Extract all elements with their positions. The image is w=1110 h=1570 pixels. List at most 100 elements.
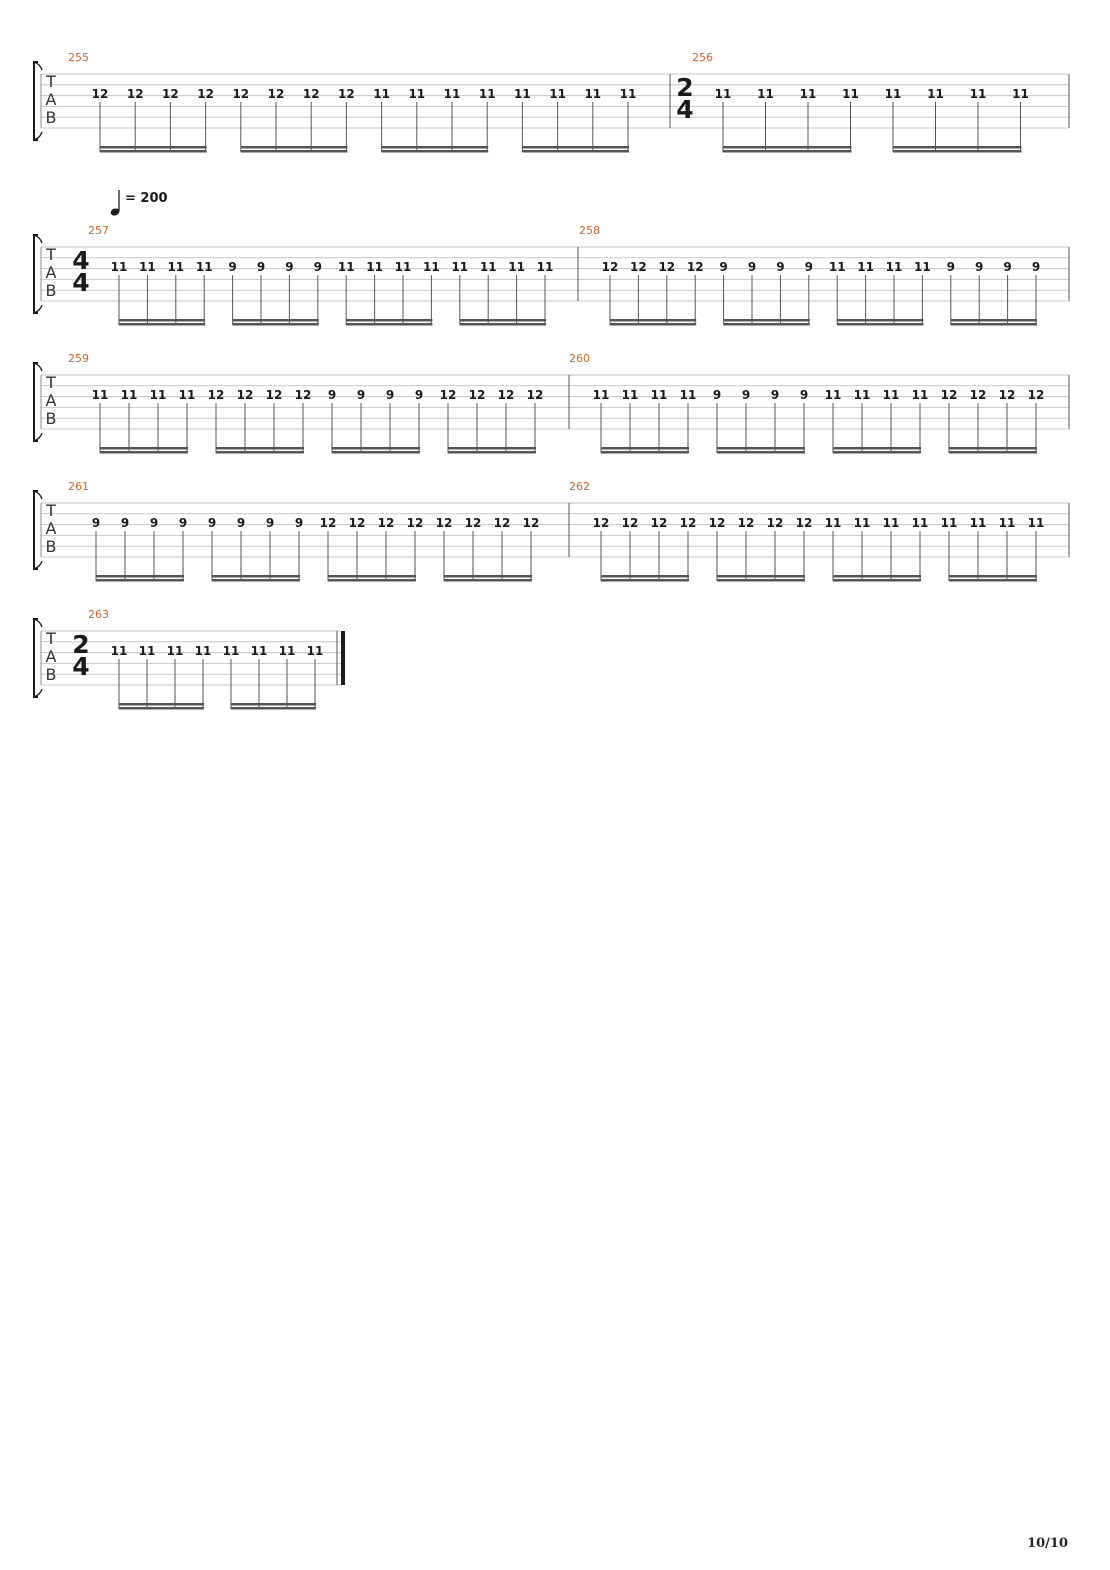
fret-number: 11 (338, 260, 355, 274)
beam-primary (601, 447, 689, 450)
fret-number: 12 (796, 516, 813, 530)
fret-number: 12 (658, 260, 675, 274)
beam-primary (601, 575, 689, 578)
fret-number: 12 (941, 388, 958, 402)
tab-clef-letter: B (46, 537, 57, 556)
fret-number: 9 (357, 388, 365, 402)
fret-number: 11 (914, 260, 931, 274)
fret-number: 11 (854, 388, 871, 402)
fret-number: 12 (208, 388, 225, 402)
beam-primary (100, 146, 207, 149)
tab-clef-letter: A (46, 391, 57, 410)
fret-number: 9 (415, 388, 423, 402)
beam-secondary (723, 150, 852, 153)
beam-primary (723, 319, 810, 322)
fret-number: 11 (1012, 87, 1029, 101)
bracket-curl (33, 618, 43, 698)
fret-number: 11 (825, 516, 842, 530)
beam-primary (212, 575, 300, 578)
tab-clef-letter: B (46, 409, 57, 428)
beam-secondary (717, 579, 805, 582)
tab-clef-letter: T (45, 245, 56, 264)
fret-number: 12 (303, 87, 320, 101)
fret-number: 12 (738, 516, 755, 530)
fret-number: 12 (767, 516, 784, 530)
fret-number: 9 (748, 260, 756, 274)
time-signature-numerator: 2 (72, 630, 89, 659)
fret-number: 11 (680, 388, 697, 402)
fret-number: 11 (883, 516, 900, 530)
fret-number: 11 (167, 644, 184, 658)
fret-number: 11 (970, 87, 987, 101)
fret-number: 12 (593, 516, 610, 530)
fret-number: 9 (257, 260, 265, 274)
beam-primary (893, 146, 1022, 149)
measure-number: 263 (88, 608, 109, 621)
beam-secondary (216, 451, 304, 454)
fret-number: 11 (584, 87, 601, 101)
tab-clef-letter: A (46, 647, 57, 666)
fret-number: 9 (800, 388, 808, 402)
fret-number: 12 (197, 87, 214, 101)
fret-number: 12 (92, 87, 109, 101)
beam-primary (723, 146, 852, 149)
tab-clef-letter: A (46, 263, 57, 282)
fret-number: 11 (593, 388, 610, 402)
beam-primary (231, 703, 316, 706)
fret-number: 9 (776, 260, 784, 274)
beam-primary (833, 447, 921, 450)
measure-number: 260 (569, 352, 590, 365)
fret-number: 11 (196, 260, 213, 274)
fret-number: 11 (825, 388, 842, 402)
fret-number: 11 (195, 644, 212, 658)
fret-number: 9 (386, 388, 394, 402)
measure-number: 257 (88, 224, 109, 237)
fret-number: 11 (514, 87, 531, 101)
fret-number: 12 (622, 516, 639, 530)
fret-number: 12 (440, 388, 457, 402)
fret-number: 12 (407, 516, 424, 530)
fret-number: 9 (947, 260, 955, 274)
bracket-curl (33, 362, 43, 442)
fret-number: 12 (602, 260, 619, 274)
tab-clef-letter: B (46, 281, 57, 300)
beam-secondary (601, 451, 689, 454)
beam-secondary (119, 323, 206, 326)
fret-number: 12 (465, 516, 482, 530)
fret-number: 11 (92, 388, 109, 402)
time-signature-denominator: 4 (72, 268, 89, 297)
fret-number: 11 (829, 260, 846, 274)
fret-number: 11 (479, 87, 496, 101)
fret-number: 9 (1032, 260, 1040, 274)
fret-number: 11 (912, 516, 929, 530)
beam-primary (833, 575, 921, 578)
fret-number: 12 (494, 516, 511, 530)
fret-number: 11 (408, 87, 425, 101)
fret-number: 11 (139, 644, 156, 658)
measure-number: 256 (692, 51, 713, 64)
system-bracket (33, 490, 38, 570)
beam-secondary (717, 451, 805, 454)
fret-number: 11 (444, 87, 461, 101)
fret-number: 12 (523, 516, 540, 530)
tab-clef-letter: T (45, 629, 56, 648)
fret-number: 11 (800, 87, 817, 101)
beam-primary (346, 319, 433, 322)
fret-number: 11 (508, 260, 525, 274)
beam-secondary (96, 579, 184, 582)
fret-number: 12 (651, 516, 668, 530)
beam-secondary (522, 150, 629, 153)
fret-number: 11 (150, 388, 167, 402)
fret-number: 11 (715, 87, 732, 101)
fret-number: 11 (179, 388, 196, 402)
tempo-marking: = 200 (125, 191, 168, 206)
measure-number: 261 (68, 480, 89, 493)
tab-clef-letter: T (45, 72, 56, 91)
fret-number: 9 (285, 260, 293, 274)
beam-primary (950, 319, 1037, 322)
tab-clef-letter: B (46, 665, 57, 684)
time-signature-denominator: 4 (676, 95, 693, 124)
fret-number: 12 (680, 516, 697, 530)
beam-primary (949, 447, 1037, 450)
